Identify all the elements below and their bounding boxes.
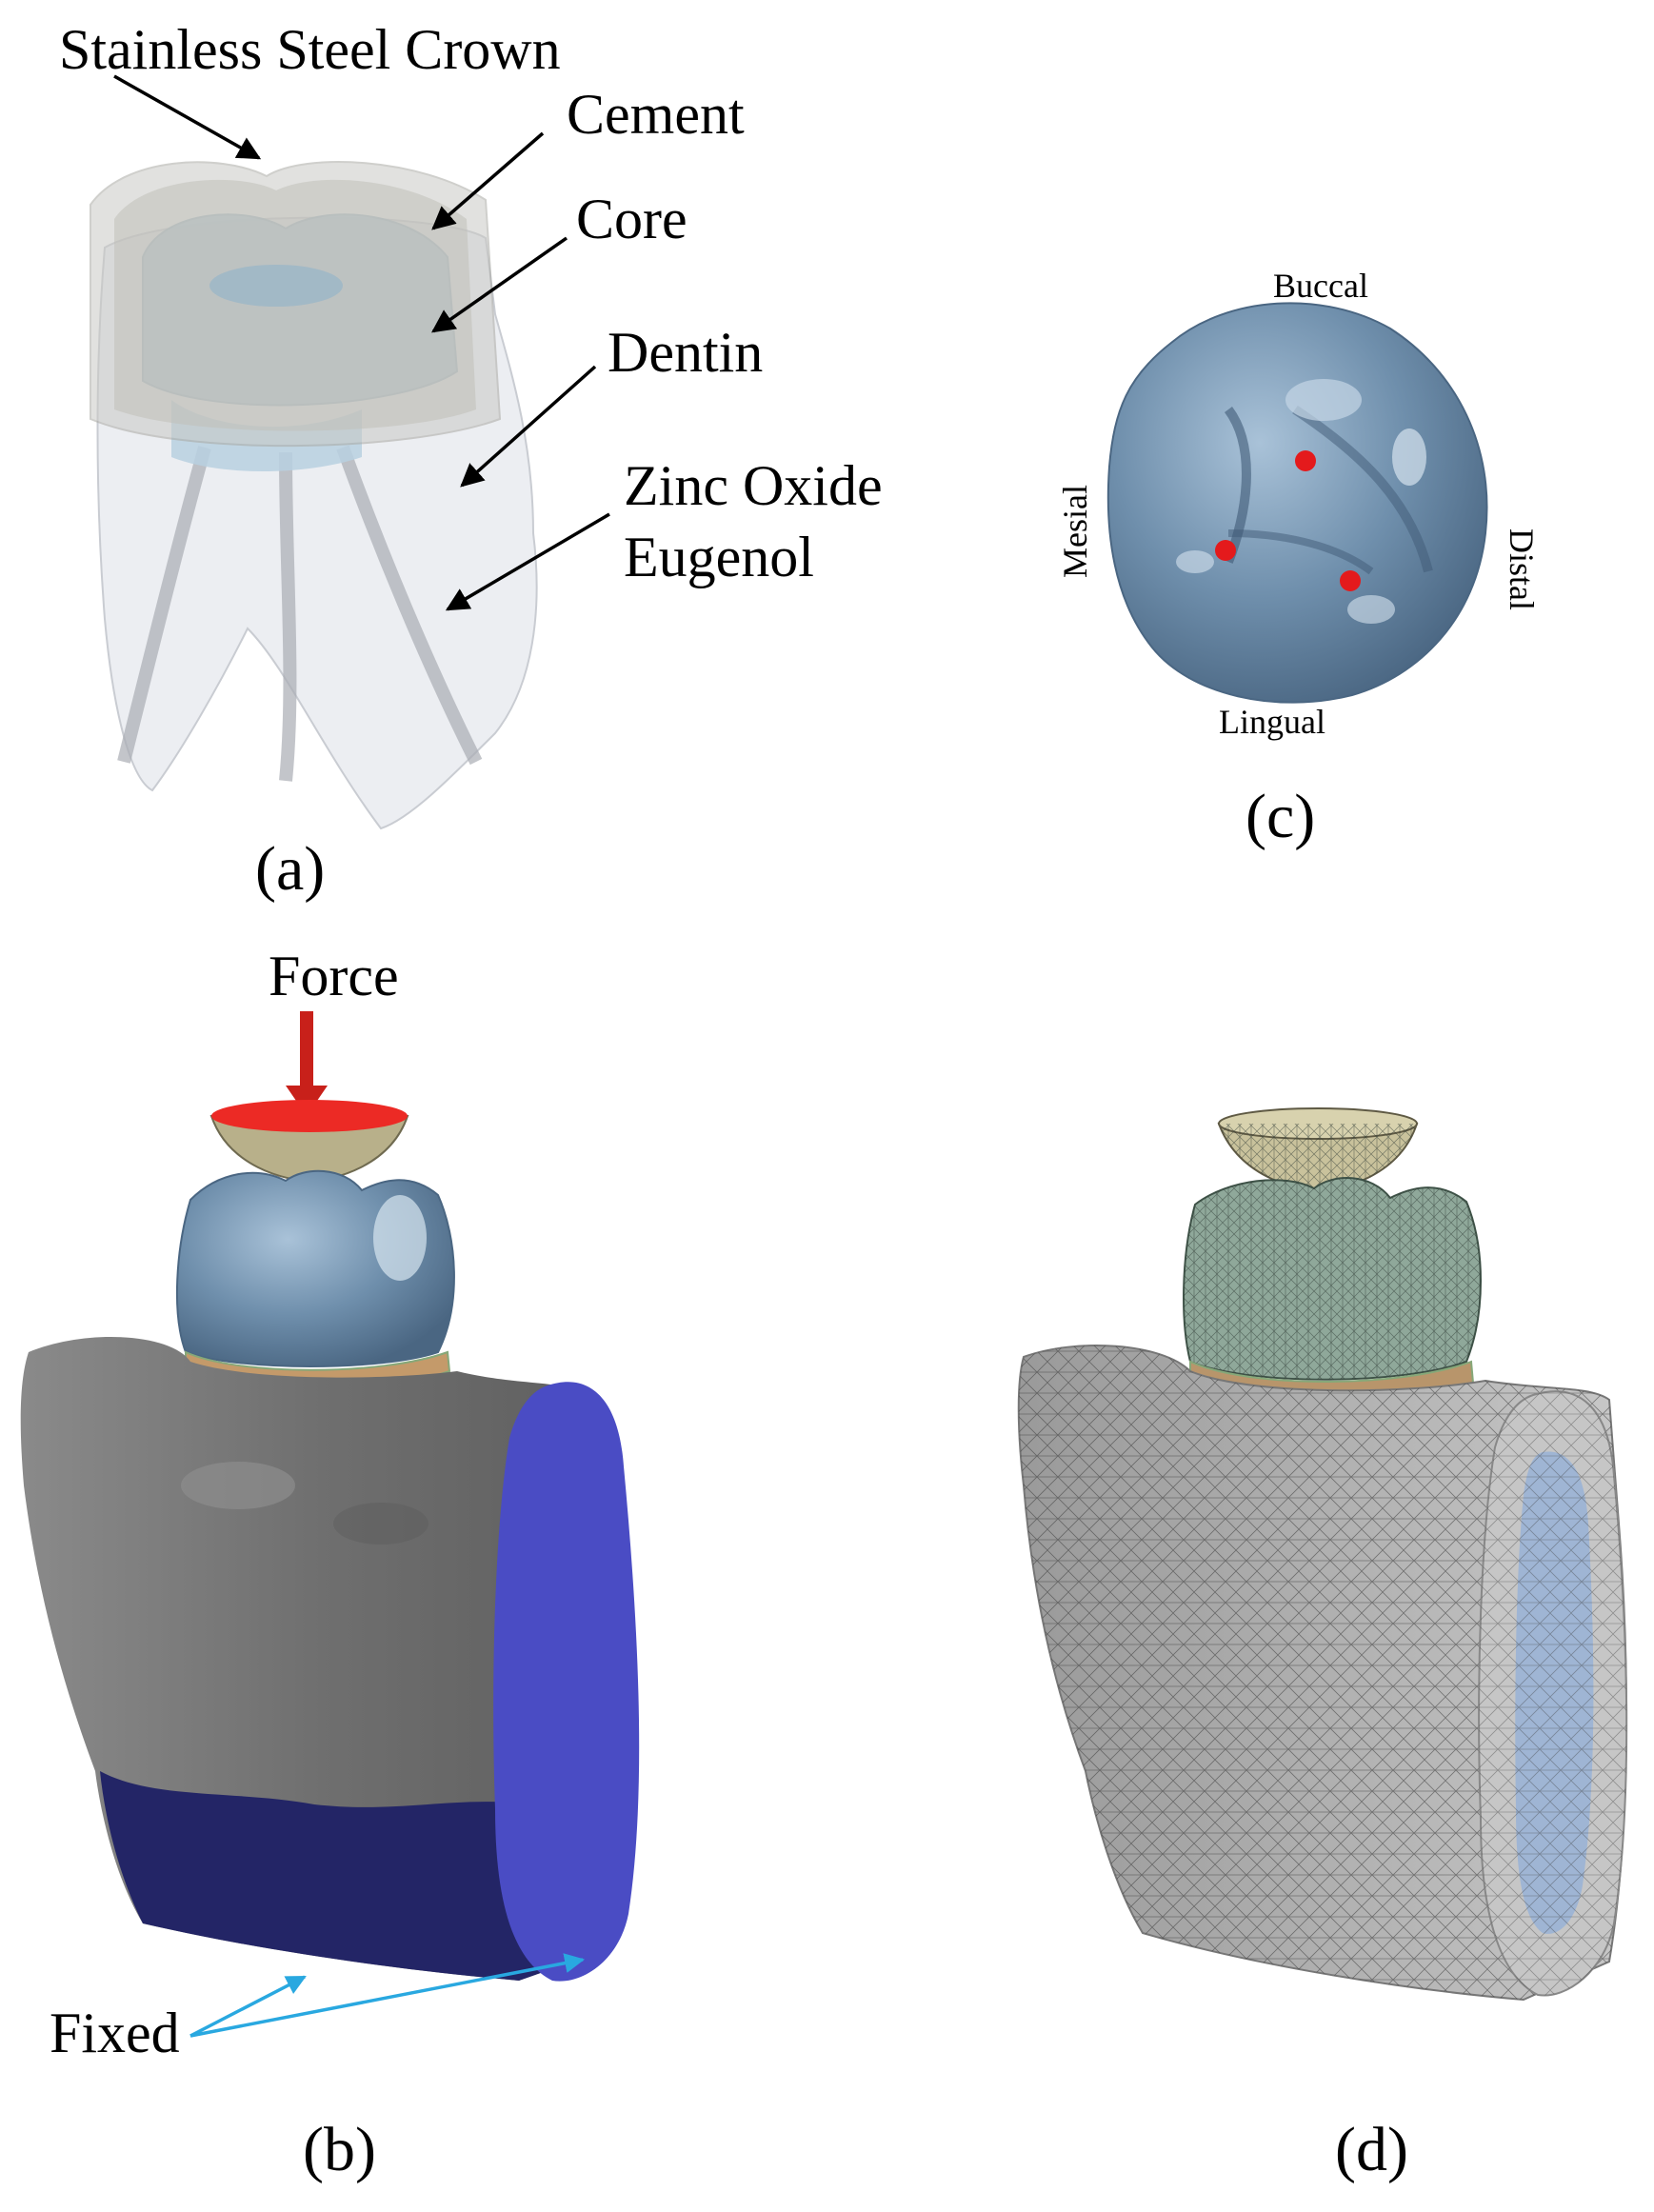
label-fixed: Fixed xyxy=(50,2002,180,2064)
fixed-arrow-base xyxy=(189,1975,307,2038)
label-eugenol: Eugenol xyxy=(624,526,814,588)
caption-c: (c) xyxy=(1245,782,1316,851)
label-distal: Distal xyxy=(1503,528,1541,610)
crown-arrow xyxy=(113,74,262,160)
label-force: Force xyxy=(269,945,399,1007)
caption-a: (a) xyxy=(255,834,326,904)
panel-b-model xyxy=(20,1011,640,2038)
panel-d-mesh-model xyxy=(1017,1107,1628,2002)
label-mesial: Mesial xyxy=(1055,485,1094,578)
label-core: Core xyxy=(576,188,688,250)
dentin-arrow xyxy=(460,365,597,488)
panel-a-tooth xyxy=(90,161,538,830)
load-point-1 xyxy=(1295,450,1316,471)
load-point-2 xyxy=(1215,540,1236,561)
label-cement: Cement xyxy=(567,83,745,146)
load-point-3 xyxy=(1340,570,1361,591)
label-zinc-oxide: Zinc Oxide xyxy=(624,454,883,517)
label-buccal: Buccal xyxy=(1273,267,1368,305)
label-lingual: Lingual xyxy=(1219,703,1325,741)
label-stainless-steel-crown: Stainless Steel Crown xyxy=(59,18,561,81)
panel-c-occlusal-view xyxy=(1106,302,1488,704)
caption-d: (d) xyxy=(1335,2115,1408,2184)
core-arrow xyxy=(430,236,568,333)
label-dentin: Dentin xyxy=(608,321,764,384)
caption-b: (b) xyxy=(303,2115,376,2184)
zoe-arrow xyxy=(445,512,610,611)
cement-arrow xyxy=(431,131,545,230)
fixed-arrow-face xyxy=(189,1953,586,2038)
